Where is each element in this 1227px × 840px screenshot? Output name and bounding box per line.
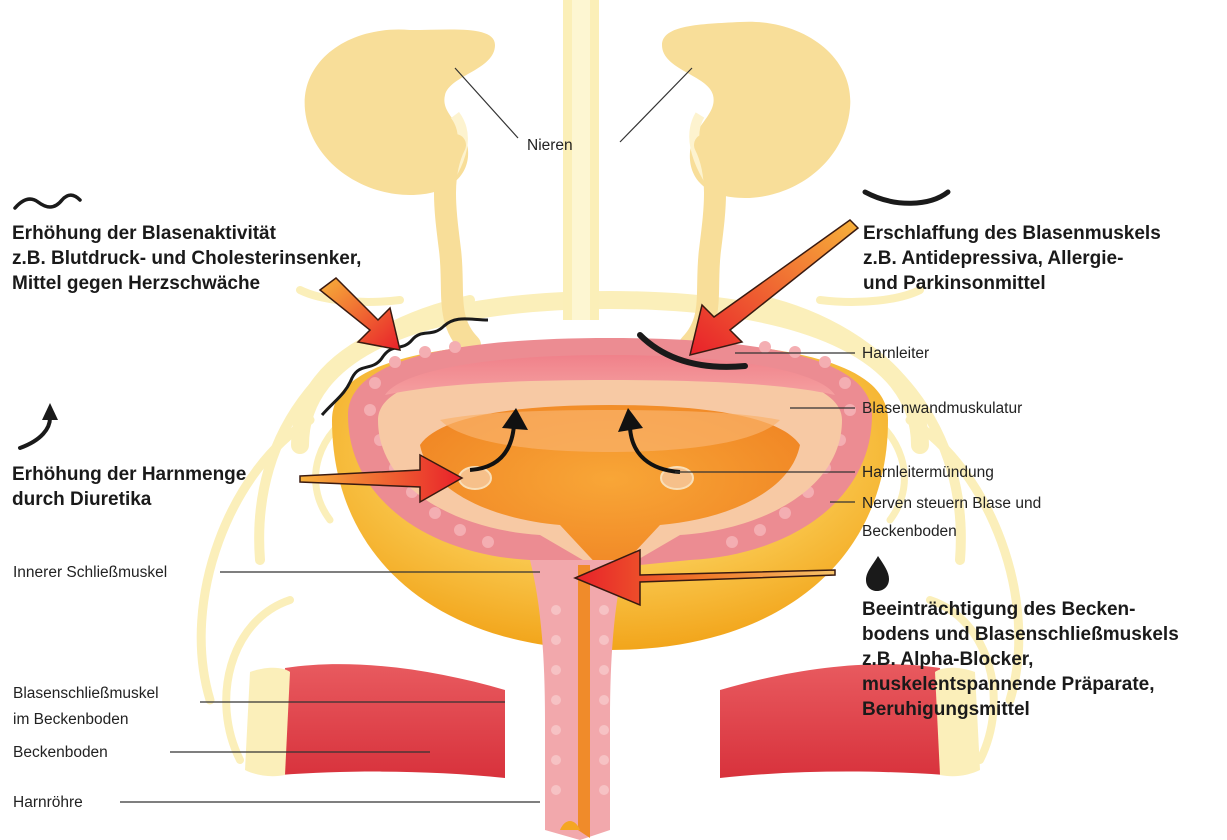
effect-pelvic-floor-line5: Beruhigungsmittel	[862, 697, 1179, 722]
label-harnroehre: Harnröhre	[13, 793, 83, 813]
label-nerven-line2: Beckenboden	[862, 522, 957, 542]
effect-relaxation-title: Erschlaffung des Blasenmuskels	[863, 221, 1161, 246]
effect-urine-volume-line1: Erhöhung der Harnmenge	[12, 462, 246, 487]
label-innerer-schliessmuskel: Innerer Schließmuskel	[13, 563, 167, 583]
urethra	[530, 560, 625, 840]
wave-icon	[15, 195, 80, 208]
effect-pelvic-floor-line2: bodens und Blasenschließmuskels	[862, 622, 1179, 647]
effect-activity-line2: z.B. Blutdruck- und Cholesterinsenker,	[12, 246, 361, 271]
central-vessel-core	[572, 0, 590, 320]
effect-urine-volume: Erhöhung der Harnmenge durch Diuretika	[12, 462, 246, 512]
effect-activity-line3: Mittel gegen Herzschwäche	[12, 271, 361, 296]
curved-arrow-icon	[20, 403, 58, 448]
label-nerven-line1: Nerven steuern Blase und	[862, 494, 1041, 514]
arc-icon	[865, 192, 948, 203]
label-harnleiter: Harnleiter	[862, 344, 929, 364]
drop-icon	[866, 556, 889, 591]
effect-urine-volume-line2: durch Diuretika	[12, 487, 246, 512]
effect-relaxation-line3: und Parkinsonmittel	[863, 271, 1161, 296]
label-blasenschliessmuskel-line1: Blasenschließmuskel	[13, 684, 159, 704]
kidney-right	[662, 22, 850, 198]
urethra-core	[578, 565, 590, 838]
label-nieren: Nieren	[527, 136, 573, 156]
effect-relaxation: Erschlaffung des Blasenmuskels z.B. Anti…	[863, 221, 1161, 296]
label-harnleitermuendung: Harnleitermündung	[862, 463, 994, 483]
effect-relaxation-line2: z.B. Antidepressiva, Allergie-	[863, 246, 1161, 271]
effect-activity-title: Erhöhung der Blasenaktivität	[12, 221, 361, 246]
label-blasenschliessmuskel-line2: im Beckenboden	[13, 710, 128, 730]
effect-pelvic-floor-line4: muskelentspannende Präparate,	[862, 672, 1179, 697]
kidney-left	[305, 29, 495, 195]
effect-activity: Erhöhung der Blasenaktivität z.B. Blutdr…	[12, 221, 361, 296]
label-beckenboden: Beckenboden	[13, 743, 108, 763]
effect-pelvic-floor-line3: z.B. Alpha-Blocker,	[862, 647, 1179, 672]
effect-pelvic-floor-line1: Beeinträchtigung des Becken-	[862, 597, 1179, 622]
effect-pelvic-floor: Beeinträchtigung des Becken- bodens und …	[862, 597, 1179, 722]
label-blasenwandmuskulatur: Blasenwandmuskulatur	[862, 399, 1022, 419]
